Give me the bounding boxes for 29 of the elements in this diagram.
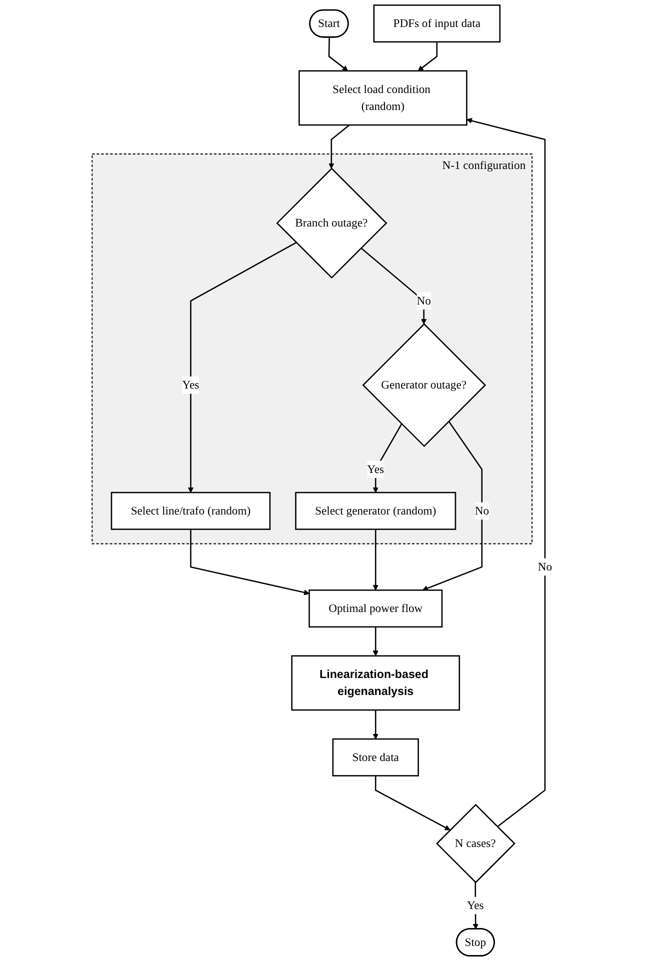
arrow	[373, 710, 379, 740]
node-box: Optimal power flow	[309, 590, 443, 628]
edge-label: Yes	[182, 378, 200, 392]
node-diamond: Branch outage?	[276, 168, 388, 279]
arrow	[373, 529, 379, 590]
arrow	[361, 248, 428, 324]
edge-label: Yes	[467, 898, 484, 912]
arrow	[422, 420, 483, 591]
arrow	[418, 42, 438, 72]
node-box: PDFs of input data	[374, 4, 501, 43]
arrow	[328, 37, 348, 72]
arrow	[188, 242, 297, 493]
edge-label: No	[475, 504, 490, 518]
node-box: Linearization-based eigenanalysis	[292, 655, 460, 711]
arrow	[466, 118, 546, 828]
arrow	[190, 529, 310, 596]
arrow	[373, 424, 403, 493]
node-box: Store data	[332, 738, 420, 776]
edge-label: No	[417, 294, 432, 308]
arrow	[328, 124, 350, 169]
node-diamond: Generator outage?	[362, 323, 486, 448]
node-diamond: N cases?	[436, 804, 516, 884]
arrow	[375, 776, 451, 830]
node-box: Select line/trafo (random)	[111, 492, 271, 530]
node-box: Select load condition (random)	[298, 70, 468, 126]
edge-label: Yes	[368, 462, 384, 476]
arrow	[373, 626, 379, 656]
node-box: Select generator (random)	[295, 492, 457, 530]
edge-label: No	[538, 560, 552, 574]
